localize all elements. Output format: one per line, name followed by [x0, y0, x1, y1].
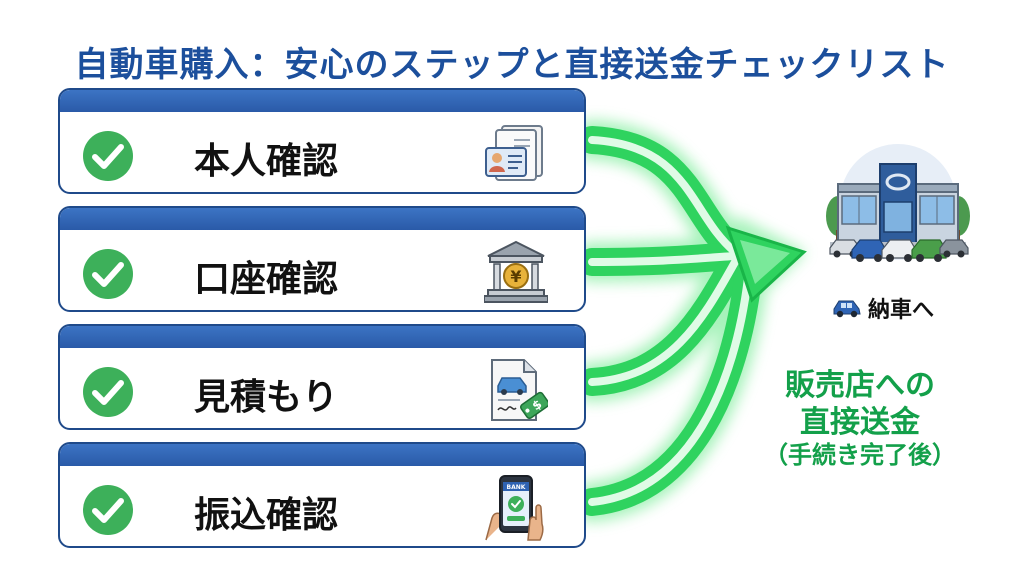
step-card-transfer: 振込確認 BANK — [58, 442, 586, 548]
step-card-estimate: 見積もり $ — [58, 324, 586, 430]
transfer-line-3: （手続き完了後） — [764, 441, 956, 470]
estimate-document-icon: $ — [491, 359, 548, 421]
id-card-icon — [485, 125, 543, 181]
card-header-band — [60, 208, 584, 230]
card-header-band — [60, 326, 584, 348]
step-card-identity: 本人確認 — [58, 88, 586, 194]
bank-icon: ¥ — [484, 240, 548, 303]
delivery-text: 納車へ — [868, 298, 935, 323]
check-icon — [83, 131, 133, 181]
step-label: 本人確認 — [194, 141, 339, 182]
card-header-band — [60, 444, 584, 466]
step-label: 見積もり — [194, 377, 339, 418]
transfer-line-1: 販売店への — [785, 368, 935, 403]
transfer-line-2: 直接送金 — [800, 404, 920, 440]
step-card-account: 口座確認 ¥ — [58, 206, 586, 312]
check-icon — [83, 249, 133, 299]
bank-text: BANK — [507, 484, 526, 491]
step-label: 振込確認 — [194, 495, 339, 536]
check-icon — [83, 485, 133, 535]
dealership-illustration — [826, 144, 970, 262]
delivery-label: 納車へ — [832, 290, 934, 326]
check-icon — [83, 367, 133, 417]
page-title: 自動車購入：安心のステップと直接送金チェックリスト — [74, 44, 950, 85]
step-label: 口座確認 — [194, 259, 339, 300]
phone-banking-icon: BANK — [485, 475, 544, 541]
card-header-band — [60, 90, 584, 112]
car-icon — [833, 300, 861, 318]
arrow-head — [725, 225, 807, 303]
transfer-note: 販売店への 直接送金 （手続き完了後） — [748, 368, 972, 470]
svg-text:¥: ¥ — [510, 267, 521, 286]
